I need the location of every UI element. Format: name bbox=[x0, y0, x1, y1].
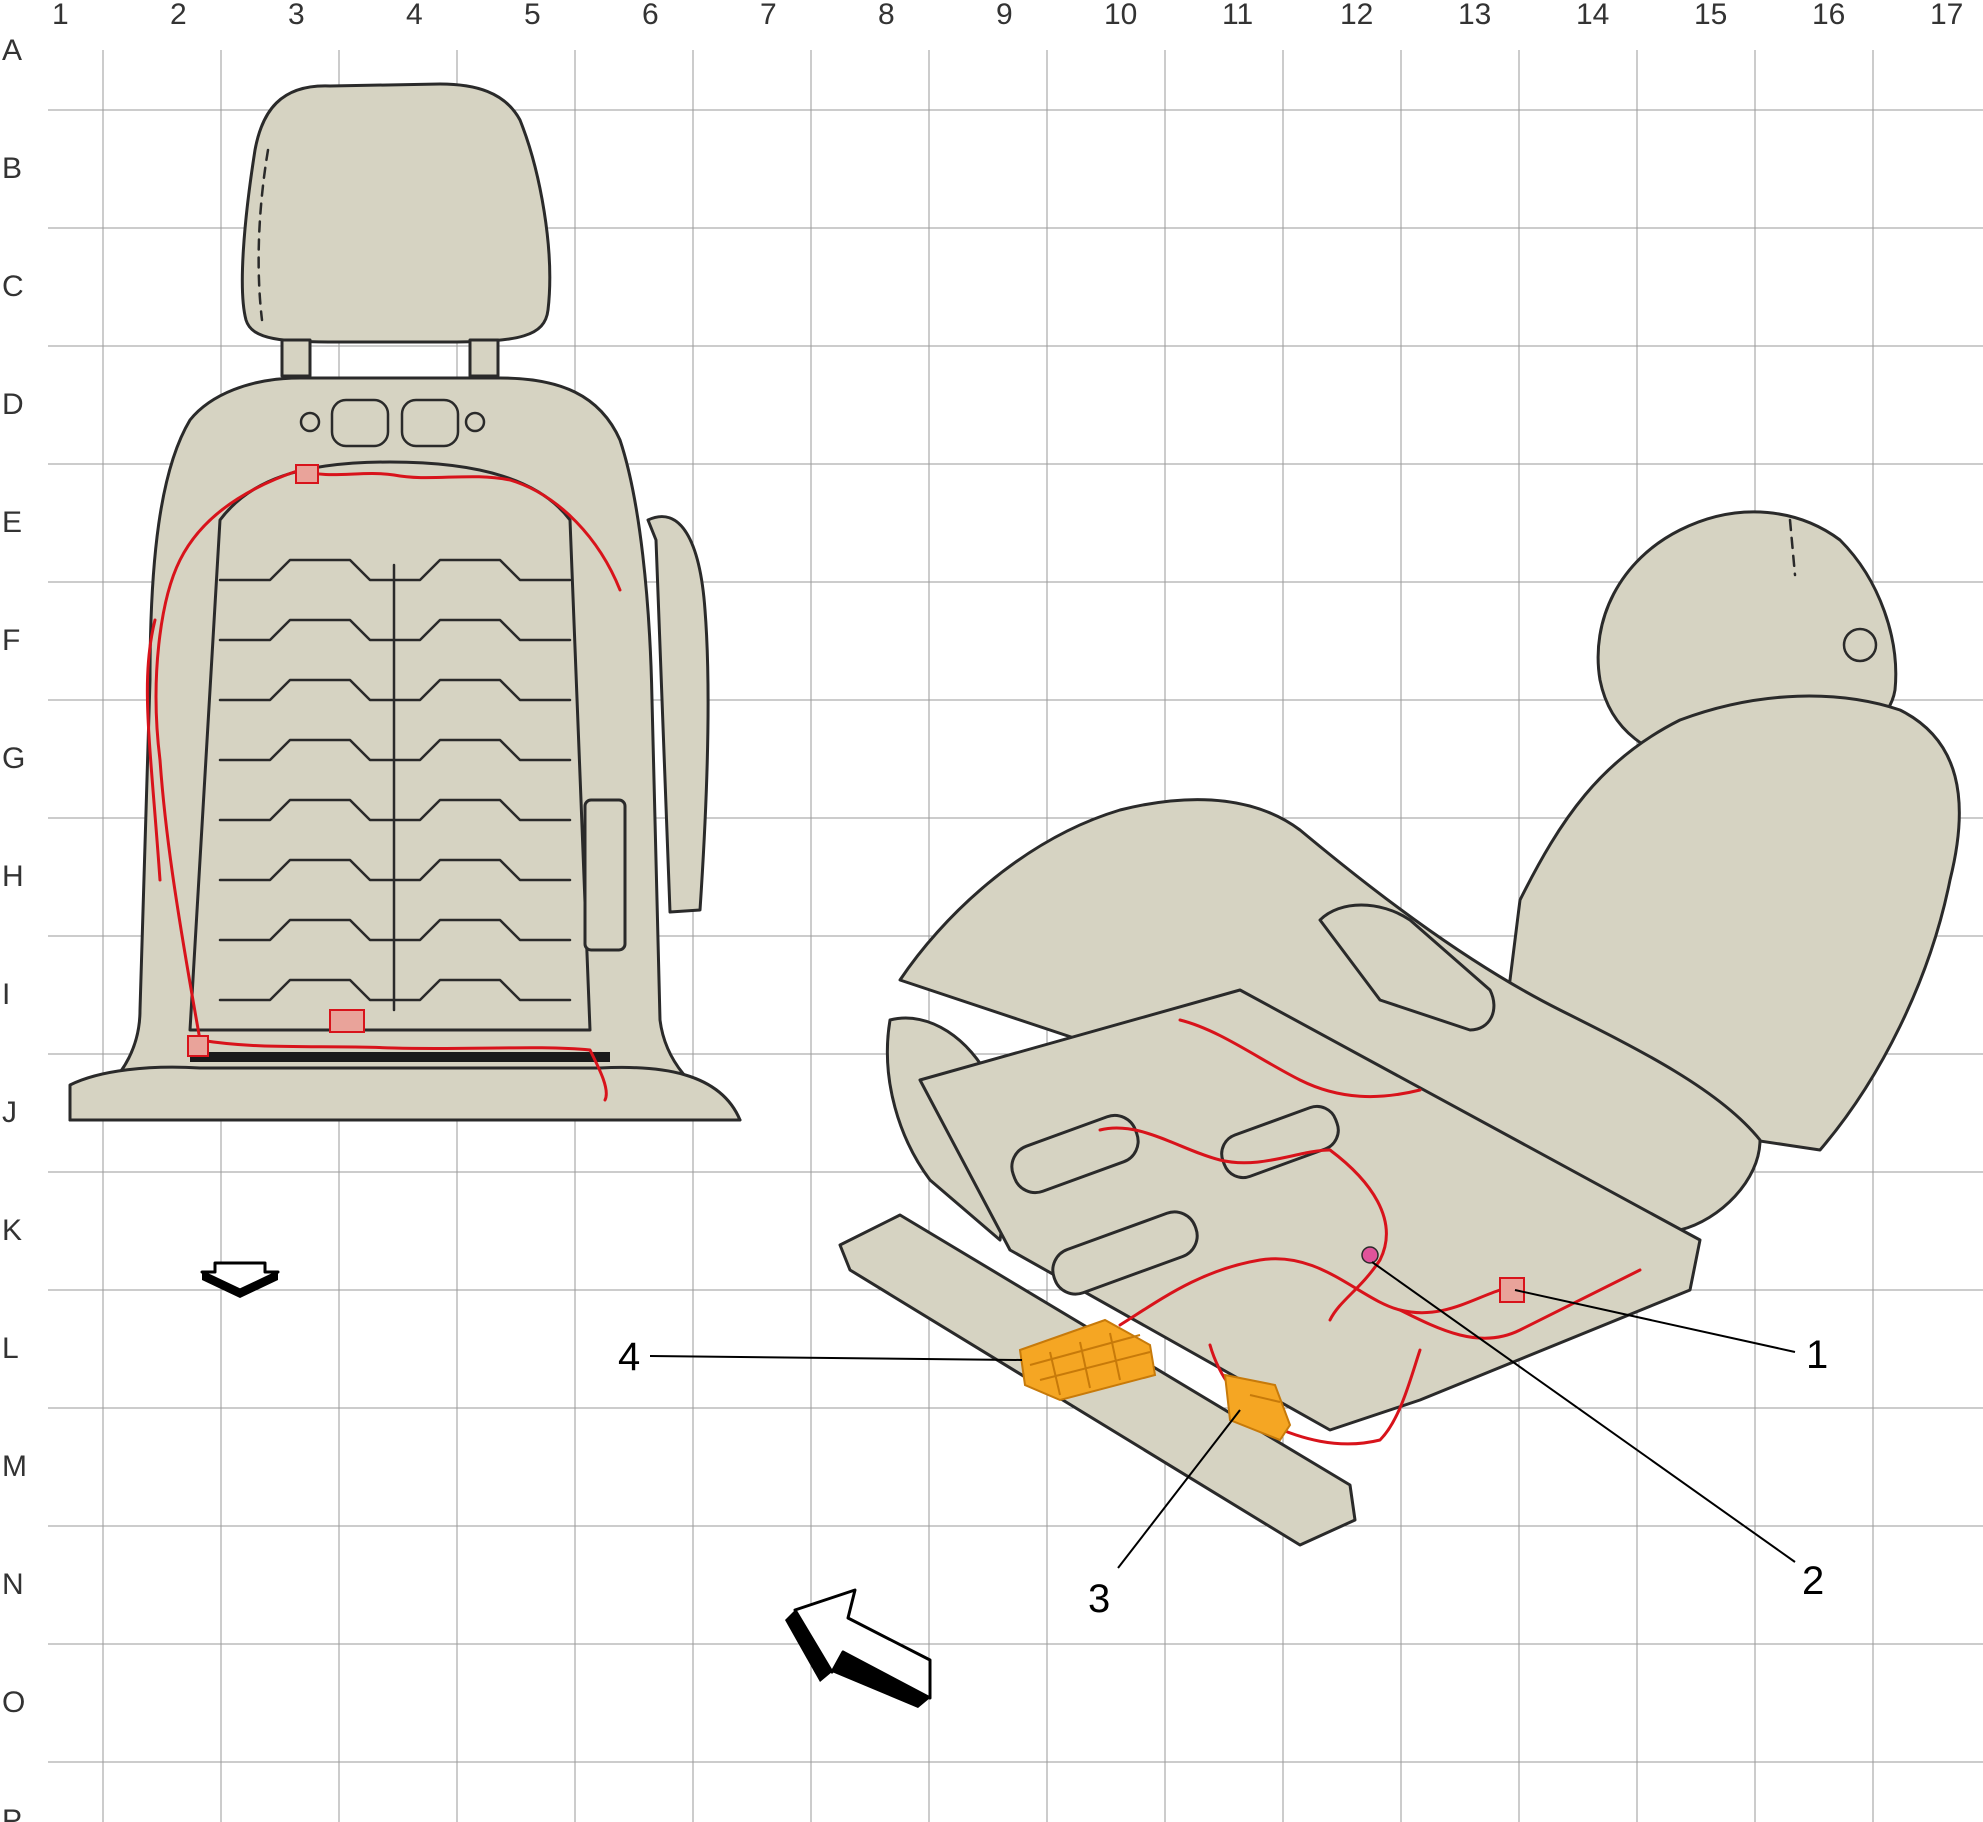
grid-column-label: 12 bbox=[1340, 0, 1373, 31]
grid-column-label: 5 bbox=[524, 0, 541, 31]
grid-row-label: P bbox=[2, 1804, 22, 1822]
seat-back-inner-panel bbox=[188, 460, 592, 1032]
guide-sleeve-left bbox=[299, 411, 321, 433]
grid-row-label: E bbox=[2, 506, 22, 539]
grid-column-label: 8 bbox=[878, 0, 895, 31]
grid-column-label: 15 bbox=[1694, 0, 1727, 31]
zigzag-spring bbox=[218, 558, 572, 582]
side-airbag-module bbox=[583, 798, 627, 952]
grid-column-label: 3 bbox=[288, 0, 305, 31]
zigzag-spring bbox=[218, 678, 572, 702]
grid-column-label: 11 bbox=[1222, 0, 1253, 31]
orange-connector-module bbox=[1223, 1373, 1292, 1442]
callout-3: 3 bbox=[1088, 1409, 1241, 1621]
large-view-direction-arrow-icon bbox=[785, 1588, 932, 1708]
view-direction-arrow-icon bbox=[200, 1261, 280, 1298]
grid-column-label: 6 bbox=[642, 0, 659, 31]
zigzag-spring bbox=[218, 738, 572, 762]
pink-connector bbox=[1361, 1246, 1379, 1264]
wiring-connector-lower-left bbox=[187, 1035, 209, 1057]
grid-column-label: 9 bbox=[996, 0, 1013, 31]
seat-adjuster-switch-panel bbox=[1318, 903, 1496, 1032]
grid-row-label: N bbox=[2, 1568, 24, 1601]
callout-number-4: 4 bbox=[618, 1335, 640, 1379]
grid-column-label: 7 bbox=[760, 0, 777, 31]
grid-row-label: K bbox=[2, 1214, 22, 1247]
grid-row-label: M bbox=[2, 1450, 27, 1483]
grid-column-label: 1 bbox=[52, 0, 69, 31]
grid-row-label: D bbox=[2, 388, 24, 421]
zigzag-spring bbox=[218, 618, 572, 642]
zigzag-spring bbox=[218, 798, 572, 822]
top-cutout-left bbox=[330, 398, 390, 448]
perspective-headrest-seam bbox=[1788, 518, 1797, 577]
grid-row-label: G bbox=[2, 742, 25, 775]
side-bolster-right bbox=[646, 515, 710, 914]
grid-row-label: I bbox=[2, 978, 10, 1011]
front-view-seat-back bbox=[68, 82, 742, 1122]
seat-motor-3 bbox=[1220, 1104, 1340, 1180]
callout-1: 1 bbox=[1514, 1289, 1828, 1377]
wiring-harness-connector bbox=[1499, 1277, 1525, 1303]
front-view-wiring bbox=[145, 464, 622, 1102]
zigzag-spring bbox=[218, 918, 572, 942]
callout-number-1: 1 bbox=[1806, 1333, 1828, 1377]
grid-column-label: 2 bbox=[170, 0, 187, 31]
grid-column-label: 4 bbox=[406, 0, 423, 31]
grid-row-label: H bbox=[2, 860, 24, 893]
grid-row-label: F bbox=[2, 624, 20, 657]
grid-row-labels: A B C D E F G H I J K L M N O P bbox=[2, 34, 27, 1822]
callout-2: 2 bbox=[1371, 1261, 1824, 1603]
grid-row-label: A bbox=[2, 34, 22, 67]
seat-motor-1 bbox=[1010, 1113, 1140, 1195]
seat-motor-2 bbox=[1051, 1210, 1199, 1296]
grid-column-label: 16 bbox=[1812, 0, 1845, 31]
orange-control-module bbox=[1018, 1318, 1157, 1402]
headrest-post-left bbox=[280, 338, 312, 378]
headrest-post-right bbox=[468, 338, 500, 378]
grid-row-label: C bbox=[2, 270, 24, 303]
headrest bbox=[240, 82, 552, 344]
top-cutout-right bbox=[400, 398, 460, 448]
suspension-springs bbox=[218, 558, 572, 1002]
grid-column-label: 10 bbox=[1104, 0, 1137, 31]
perspective-seat-cushion bbox=[898, 798, 1762, 1232]
seat-cushion-edge bbox=[68, 1065, 742, 1122]
headrest-seam bbox=[257, 148, 270, 322]
callout-4: 4 bbox=[618, 1335, 1023, 1379]
wiring-connector-back bbox=[329, 1009, 365, 1033]
grid-column-label: 14 bbox=[1576, 0, 1609, 31]
guide-sleeve-right bbox=[464, 411, 486, 433]
zigzag-spring bbox=[218, 978, 572, 1002]
grid-row-label: B bbox=[2, 152, 22, 185]
grid-column-label: 13 bbox=[1458, 0, 1491, 31]
zigzag-spring bbox=[218, 858, 572, 882]
grid-column-label: 17 bbox=[1930, 0, 1963, 31]
wiring-connector-top bbox=[295, 464, 319, 484]
callout-number-3: 3 bbox=[1088, 1577, 1110, 1621]
headrest-button bbox=[1842, 627, 1878, 663]
callout-number-2: 2 bbox=[1802, 1559, 1824, 1603]
lower-cross-bar bbox=[190, 1052, 610, 1062]
perspective-view-seat bbox=[838, 510, 1961, 1547]
grid-row-label: J bbox=[2, 1096, 17, 1129]
grid-row-label: L bbox=[2, 1332, 19, 1365]
grid-row-label: O bbox=[2, 1686, 25, 1719]
